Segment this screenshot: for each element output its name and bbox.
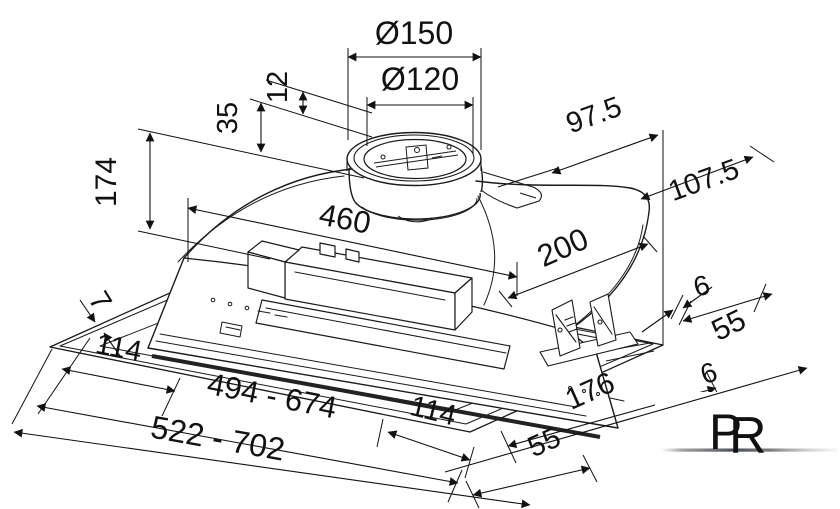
dim-rim-edge-label: 7 xyxy=(82,286,118,317)
dim-overall-width-label: 522 - 702 xyxy=(148,409,287,468)
dim-duct-inner-label: Ø120 xyxy=(381,61,459,97)
dim-duct-outer-label: Ø150 xyxy=(375,15,453,51)
dim-left-offset-label: 114 xyxy=(93,328,144,368)
dim-top-right-depth-label: 97.5 xyxy=(562,91,626,140)
dim-body-height-label: 174 xyxy=(90,157,123,207)
logo-letter-p: P xyxy=(709,404,742,460)
dim-collar-height-label: 35 xyxy=(212,102,244,134)
watermark-logo: P R xyxy=(655,392,840,509)
dim-side-depth-label: 55 xyxy=(707,303,751,347)
logo-swoosh-line xyxy=(660,448,838,452)
dim-right-depth-label: 107.5 xyxy=(664,153,743,208)
damper-flaps xyxy=(373,144,459,171)
face-details xyxy=(210,297,288,338)
long-extension-arrow xyxy=(444,366,808,473)
dim-flange-lip-label: 12 xyxy=(262,71,294,103)
dimension-annotations xyxy=(11,48,775,509)
collar-step-tab xyxy=(480,171,542,209)
dim-corner-gap-upper-label: 6 xyxy=(690,269,713,303)
spring-bracket-right xyxy=(539,293,639,367)
logo-letter-r: R xyxy=(729,407,767,465)
dim-corner-gap-lower-label: 6 xyxy=(696,356,721,390)
